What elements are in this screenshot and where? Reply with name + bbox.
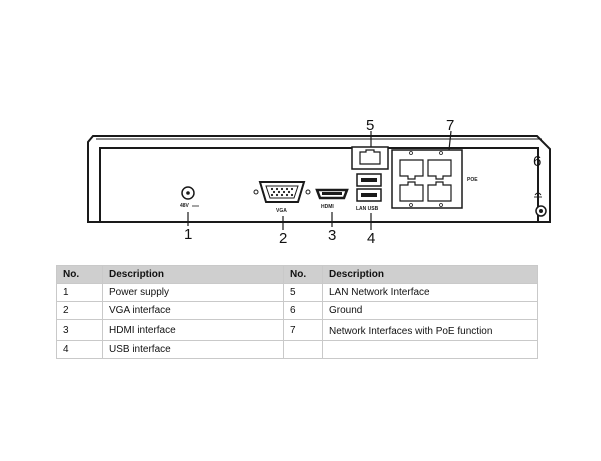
callout-leaders [187,130,539,230]
poe-ports-icon: POE [391,149,478,209]
ground-icon [534,190,547,217]
power-port-label: 48V [180,203,190,209]
hdmi-port-label: HDMI [321,204,334,210]
vga-port-label: VGA [276,208,287,214]
table-cell: 2 [56,301,103,320]
callout-7: 7 [446,117,454,134]
table-cell: VGA interface [102,301,284,320]
usb-ports-icon: LAN USB [356,173,382,212]
callout-5: 5 [366,117,374,134]
header-no-2: No. [283,265,323,284]
callout-1: 1 [184,226,192,243]
port-description-table: No. Description No. Description 1 Power … [56,265,538,359]
table-row: 4 USB interface [56,340,538,359]
table-cell: Network Interfaces with PoE function [322,319,538,341]
vga-port-icon: VGA [253,181,311,214]
table-row: 1 Power supply 5 LAN Network Interface [56,283,538,302]
table-cell: HDMI interface [102,319,284,341]
table-cell [283,340,323,359]
callout-4: 4 [367,230,375,247]
table-row: 2 VGA interface 6 Ground [56,301,538,320]
table-cell: LAN Network Interface [322,283,538,302]
lan-usb-port-label: LAN USB [356,206,379,212]
table-header-row: No. Description No. Description [56,265,538,284]
header-no-1: No. [56,265,103,284]
table-row: 3 HDMI interface 7 Network Interfaces wi… [56,319,538,341]
hdmi-port-icon: HDMI [315,188,349,210]
poe-port-label: POE [467,177,478,183]
table-cell: 1 [56,283,103,302]
header-description-2: Description [322,265,538,284]
leader-line-7 [448,130,452,151]
table-cell: 6 [283,301,323,320]
table-cell: USB interface [102,340,284,359]
table-cell: 3 [56,319,103,341]
device-rear-panel [87,135,551,223]
callout-3: 3 [328,227,336,244]
header-description-1: Description [102,265,284,284]
table-cell: Power supply [102,283,284,302]
callout-2: 2 [279,230,287,247]
table-cell: Ground [322,301,538,320]
lan-port-icon [351,146,389,170]
table-cell: 5 [283,283,323,302]
callout-6: 6 [533,153,541,170]
table-cell: 4 [56,340,103,359]
table-cell: 7 [283,319,323,341]
table-cell [322,340,538,359]
power-jack-icon: 48V [180,186,199,209]
